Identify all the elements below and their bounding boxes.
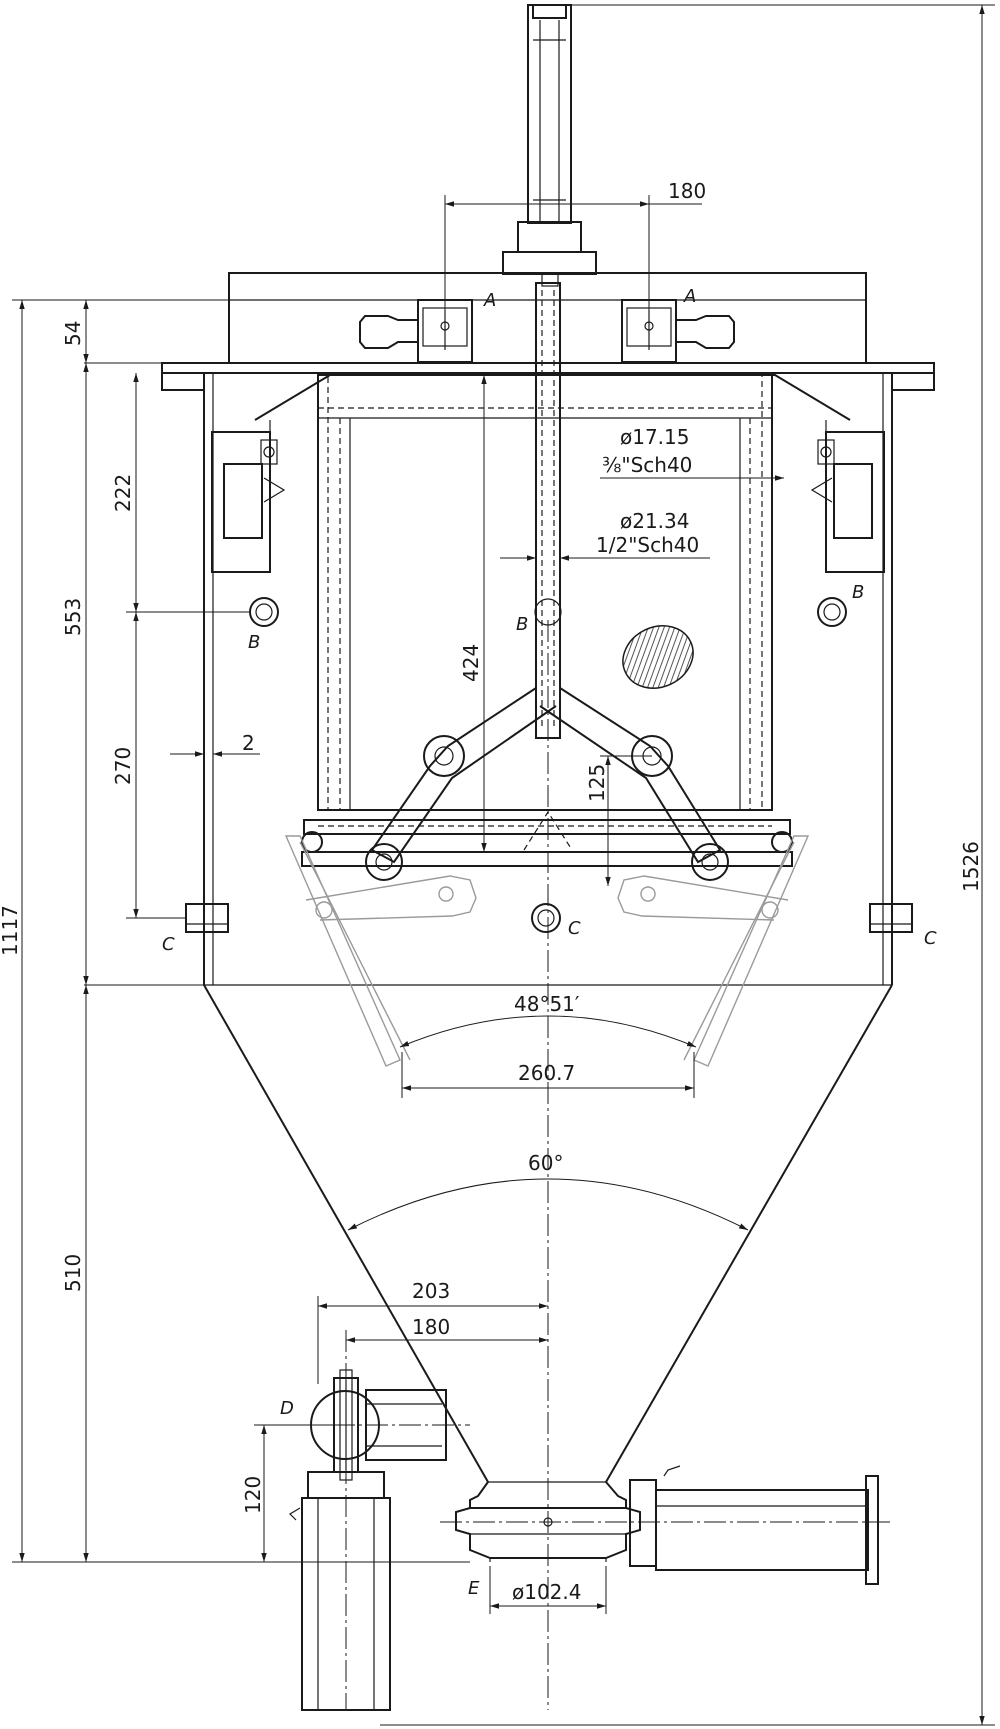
label-e: E bbox=[468, 1578, 480, 1599]
port-c-right bbox=[869, 903, 913, 933]
pipe-3-8-sch40: ⅜"Sch40 bbox=[602, 453, 692, 477]
dim-120: 120 bbox=[241, 1476, 265, 1514]
label-a-right: A bbox=[683, 286, 696, 307]
label-b-center: B bbox=[516, 614, 528, 635]
top-actuator-cylinder bbox=[502, 4, 597, 287]
clamp-a-right bbox=[621, 299, 735, 363]
dia-21-34: ø21.34 bbox=[620, 509, 690, 533]
inner-filter-frame bbox=[301, 374, 793, 867]
pipe-1-2-sch40: 1/2"Sch40 bbox=[596, 533, 699, 557]
label-c-center: C bbox=[568, 918, 581, 939]
linkage-arms bbox=[365, 687, 729, 881]
dim-1117: 1117 bbox=[0, 905, 22, 956]
centerlines bbox=[300, 620, 890, 1710]
dimension-texts: 180 54 222 553 270 2 424 125 1117 1526 5… bbox=[0, 179, 983, 1604]
port-c-left bbox=[185, 903, 229, 933]
dim-2: 2 bbox=[242, 731, 255, 755]
dim-203: 203 bbox=[412, 1279, 450, 1303]
dim-510: 510 bbox=[61, 1254, 85, 1292]
side-bracket-right bbox=[810, 420, 885, 573]
port-b-right bbox=[817, 597, 847, 627]
drive-motor bbox=[629, 1465, 879, 1585]
hatched-oval-window bbox=[622, 625, 694, 689]
port-b-left bbox=[249, 597, 279, 627]
dimension-lines bbox=[12, 4, 995, 1726]
hopper-cone bbox=[203, 984, 893, 1483]
dim-54: 54 bbox=[61, 321, 85, 346]
angle-60: 60° bbox=[528, 1151, 563, 1175]
dim-180-bottom: 180 bbox=[412, 1315, 450, 1339]
label-b-right: B bbox=[852, 582, 864, 603]
side-valve-d bbox=[289, 1369, 447, 1711]
dim-553: 553 bbox=[61, 598, 85, 636]
side-bracket-left bbox=[211, 374, 851, 573]
swing-doors-open bbox=[284, 835, 810, 1067]
hopper-upper-body bbox=[203, 373, 893, 986]
angle-48-51: 48°51′ bbox=[514, 992, 580, 1016]
dim-260-7: 260.7 bbox=[518, 1061, 575, 1085]
dim-125: 125 bbox=[585, 764, 609, 802]
clamp-a-left bbox=[359, 299, 473, 363]
dia-17-15: ø17.15 bbox=[620, 425, 690, 449]
top-lid-frame bbox=[161, 272, 935, 391]
dim-180-top: 180 bbox=[668, 179, 706, 203]
reference-labels: A A B B B C C C D E bbox=[162, 286, 937, 1599]
dim-222: 222 bbox=[111, 474, 135, 512]
port-c-center bbox=[531, 903, 561, 933]
label-d: D bbox=[280, 1398, 294, 1419]
dim-270: 270 bbox=[111, 747, 135, 785]
dim-424: 424 bbox=[459, 644, 483, 682]
label-c-left: C bbox=[162, 934, 175, 955]
label-c-right: C bbox=[924, 928, 937, 949]
dim-1526: 1526 bbox=[959, 841, 983, 892]
dia-102-4: ø102.4 bbox=[512, 1580, 582, 1604]
label-b-left: B bbox=[248, 632, 260, 653]
label-a-left: A bbox=[483, 290, 496, 311]
